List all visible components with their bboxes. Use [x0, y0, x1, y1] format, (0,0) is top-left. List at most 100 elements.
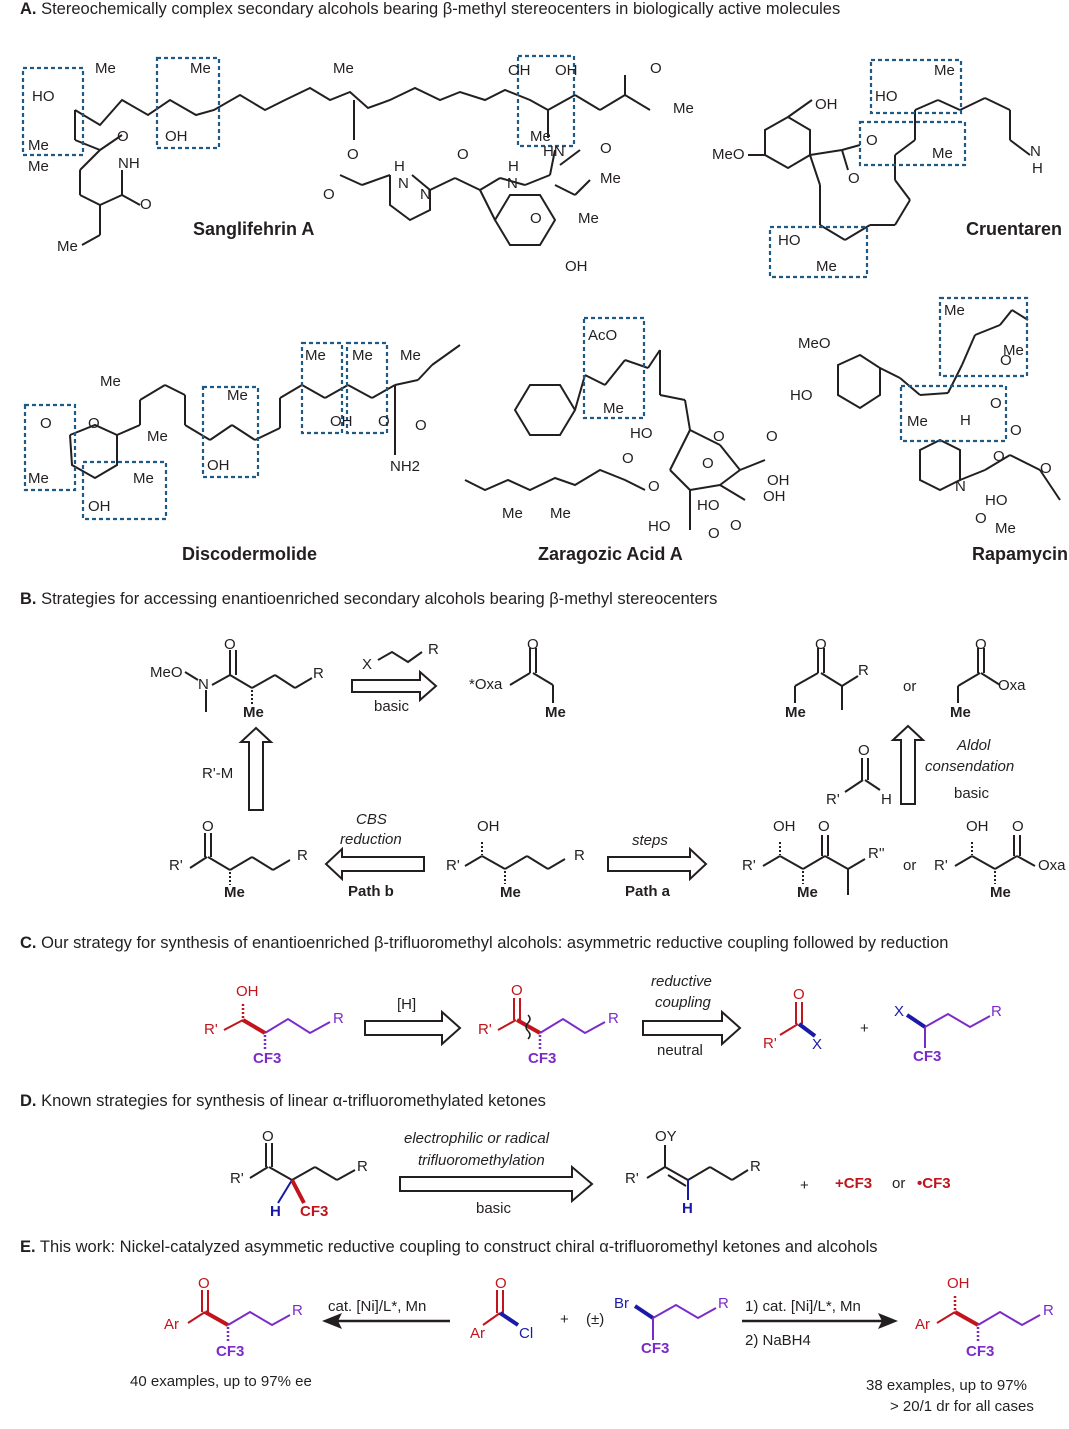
- panel-b-letter: B.: [20, 590, 37, 608]
- or-label: or: [892, 1175, 906, 1192]
- enolate-structure: [646, 1145, 749, 1200]
- atom-label: MeO: [150, 664, 183, 681]
- atom-label: N: [420, 186, 431, 203]
- highlight-box: [582, 316, 646, 420]
- atom-label: OH: [773, 818, 796, 835]
- atom-label: R': [204, 1021, 218, 1038]
- panel-a-header: A. Stereochemically complex secondary al…: [20, 0, 840, 19]
- atom-label: O: [713, 428, 725, 445]
- sanglifehrin-a-structure: [74, 75, 651, 246]
- right-result-1: 38 examples, up to 97%: [866, 1377, 1027, 1394]
- atom-label-h: H: [682, 1200, 693, 1217]
- atom-label: NH2: [390, 458, 421, 475]
- atom-label: OH: [555, 62, 578, 79]
- atom-label: Me: [352, 347, 373, 364]
- condition-basic: basic: [374, 698, 410, 715]
- panel-a-title: Stereochemically complex secondary alcoh…: [41, 0, 841, 18]
- atom-label: O: [866, 132, 878, 149]
- atom-label: R': [230, 1170, 244, 1187]
- atom-label: HO: [778, 232, 801, 249]
- atom-label: HO: [875, 88, 898, 105]
- atom-label: Me: [995, 520, 1016, 537]
- molecule-name-rapamycin: Rapamycin: [972, 544, 1069, 564]
- atom-label: N: [507, 175, 518, 192]
- atom-label: OH: [763, 488, 786, 505]
- atom-label: OH: [815, 96, 838, 113]
- atom-label: MeO: [798, 335, 831, 352]
- cbs-label: CBS: [356, 811, 387, 828]
- atom-label: Me: [530, 128, 551, 145]
- panel-a-letter: A.: [20, 0, 37, 18]
- atom-label: Me: [28, 470, 49, 487]
- atom-label: O: [858, 742, 870, 759]
- cruentaren-structure: [748, 97, 1031, 241]
- acyl-halide-structure: [779, 1002, 817, 1038]
- highlight-box: [155, 56, 221, 150]
- product-alcohol-structure: [936, 1296, 1041, 1343]
- atom-label: Me: [550, 505, 571, 522]
- aldol-label: consendation: [925, 758, 1015, 775]
- hollow-arrow-right: [642, 1009, 742, 1047]
- molecule-name-sanglifehrin-a: Sanglifehrin A: [193, 219, 315, 239]
- atom-label: R: [858, 662, 869, 679]
- atom-label-cf3: CF3: [641, 1340, 670, 1357]
- atom-label: R: [608, 1010, 619, 1027]
- highlight-box: [768, 225, 869, 279]
- atom-label: R: [718, 1295, 729, 1312]
- atom-label: Me: [932, 145, 953, 162]
- atom-label: N: [1030, 143, 1041, 160]
- atom-label: O: [140, 196, 152, 213]
- atom-label: O: [730, 517, 742, 534]
- atom-label: Cl: [519, 1325, 534, 1342]
- oxa-propionyl-structure: [509, 648, 554, 703]
- atom-label: Me: [797, 884, 818, 901]
- atom-label: Me: [100, 373, 121, 390]
- zaragozic-acid-structure: [464, 349, 766, 530]
- solid-arrow-right: [742, 1313, 898, 1329]
- atom-label: O: [1010, 422, 1022, 439]
- atom-label: O: [347, 146, 359, 163]
- left-conditions: cat. [Ni]/L*, Mn: [328, 1298, 427, 1315]
- plus-sign: +: [560, 1311, 569, 1328]
- atom-label: OH: [477, 818, 500, 835]
- panel-b-title: Strategies for accessing enantioenriched…: [41, 590, 718, 608]
- atom-label: O: [990, 395, 1002, 412]
- atom-label: O: [1012, 818, 1024, 835]
- atom-label-cf3: CF3: [253, 1050, 282, 1067]
- atom-label: H: [508, 158, 519, 175]
- atom-label: O: [224, 636, 236, 653]
- atom-label: Me: [578, 210, 599, 227]
- reagent-r: R: [428, 641, 439, 658]
- atom-label: O: [511, 982, 523, 999]
- ethyl-ketone-structure: [794, 648, 1001, 710]
- atom-label: O: [848, 170, 860, 187]
- atom-label: Me: [673, 100, 694, 117]
- panel-d-header: D. Known strategies for synthesis of lin…: [20, 1092, 546, 1111]
- racemic-bromide-structure: [633, 1303, 717, 1340]
- reagent-x: X: [362, 656, 373, 673]
- atom-label: Me: [907, 413, 928, 430]
- atom-label: O: [975, 636, 987, 653]
- condition-neutral: neutral: [657, 1042, 703, 1059]
- highlight-box: [201, 385, 260, 479]
- atom-label: O: [117, 128, 129, 145]
- highlight-box: [869, 58, 963, 115]
- atom-label: Me: [816, 258, 837, 275]
- plus-sign: +: [800, 1177, 809, 1194]
- atom-label: Me: [934, 62, 955, 79]
- atom-label: Me: [95, 60, 116, 77]
- aldehyde-structure: [844, 758, 881, 793]
- atom-label: Me: [502, 505, 523, 522]
- atom-label: N: [955, 478, 966, 495]
- path-b-ketone-structure: [189, 833, 291, 885]
- atom-label: HO: [32, 88, 55, 105]
- organometal-reagent: R'-M: [202, 765, 234, 782]
- right-conditions-2: 2) NaBH4: [745, 1332, 811, 1349]
- atom-label: OH: [947, 1275, 970, 1292]
- atom-label: O: [40, 415, 52, 432]
- atom-label: R: [297, 847, 308, 864]
- oxa-auxiliary: *Oxa: [469, 676, 503, 693]
